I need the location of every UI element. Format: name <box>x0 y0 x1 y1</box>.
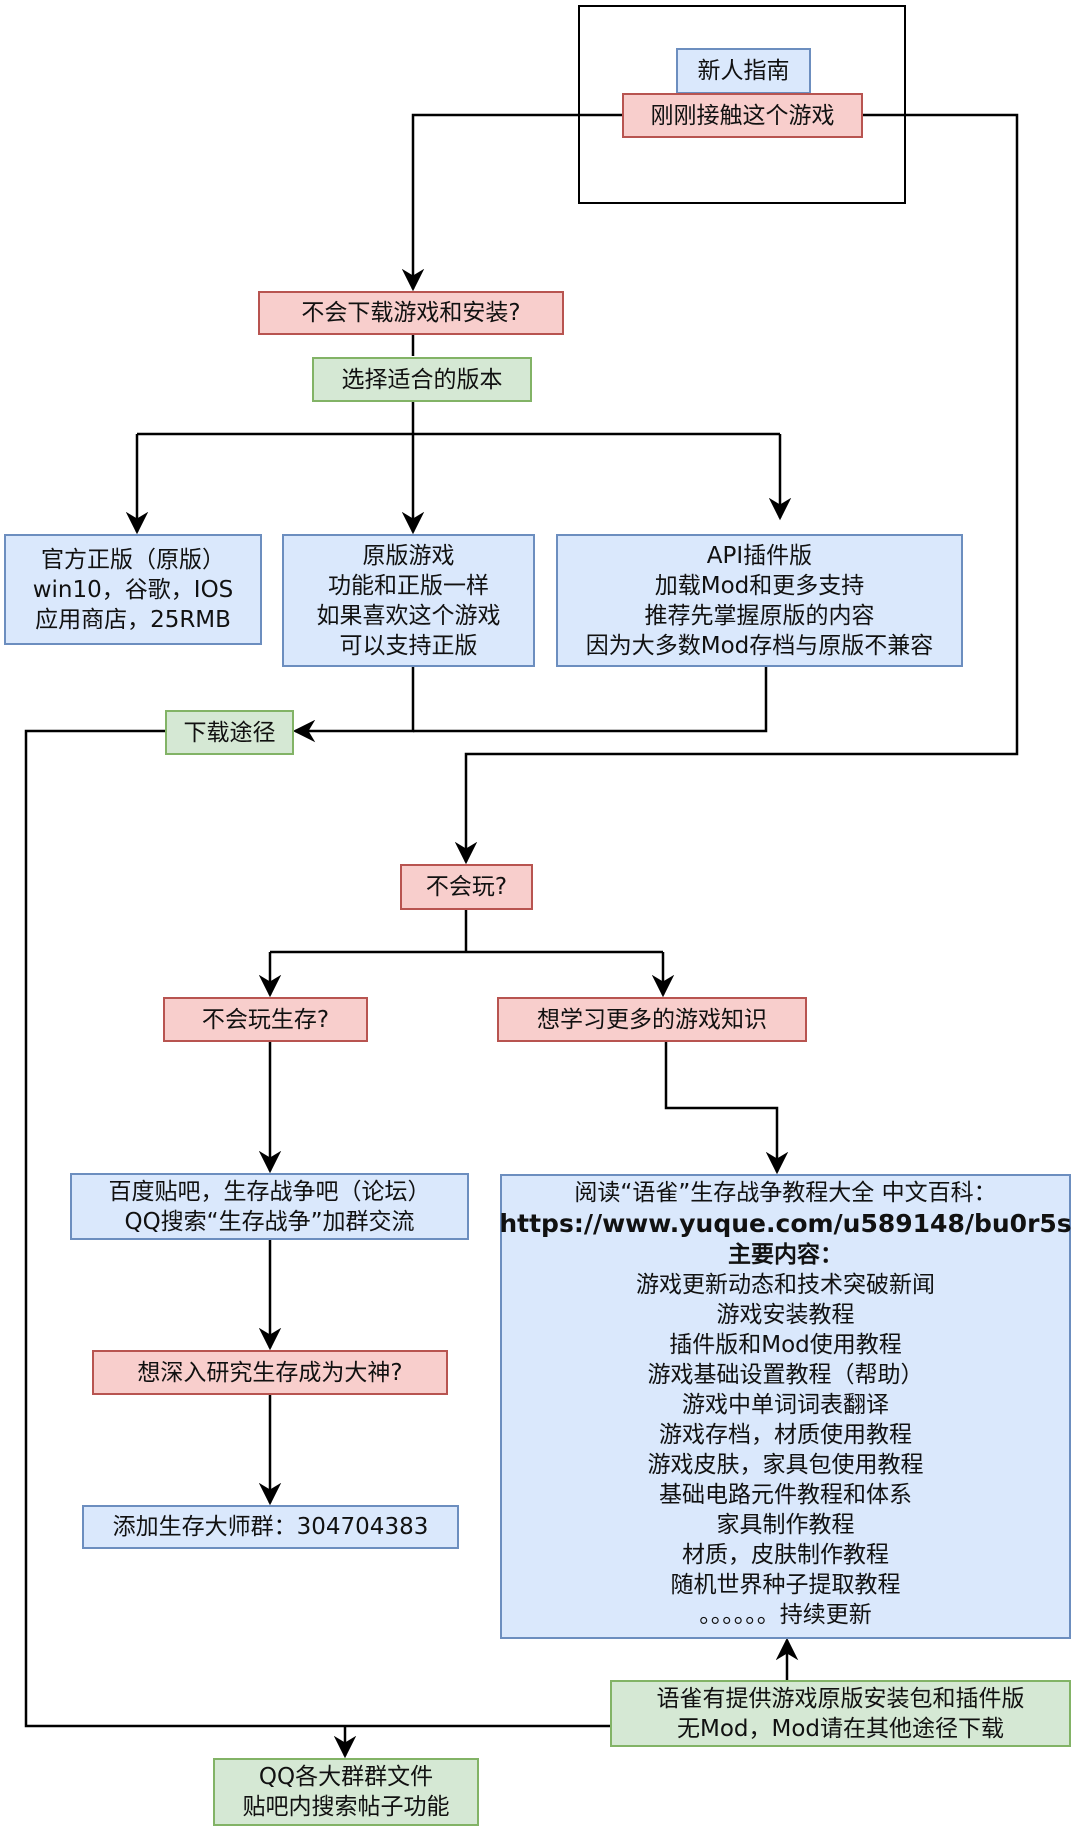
edge-api-to-channel <box>413 667 768 733</box>
guide-header: 新人指南 <box>676 48 811 94</box>
download-channel-node[interactable]: 下载途径 <box>165 710 294 755</box>
version-official-line: win10，谷歌，IOS <box>32 576 234 603</box>
deep-study-question-node[interactable]: 想深入研究生存成为大神? <box>92 1350 448 1395</box>
master-group-node[interactable]: 添加生存大师群：304704383 <box>82 1505 459 1549</box>
play-question-node[interactable]: 不会玩? <box>400 864 533 910</box>
yuque-content-item: 家具制作教程 <box>716 1512 855 1538</box>
qq-files-line: QQ各大群群文件 <box>258 1764 434 1790</box>
community-node[interactable]: 百度贴吧，生存战争吧（论坛） QQ搜索“生存战争”加群交流 <box>70 1173 469 1240</box>
yuque-download-node[interactable]: 语雀有提供游戏原版安装包和插件版 无Mod，Mod请在其他途径下载 <box>610 1680 1071 1747</box>
guide-header-text: 新人指南 <box>697 58 790 84</box>
learn-more-text: 想学习更多的游戏知识 <box>537 1006 767 1033</box>
community-line: 百度贴吧，生存战争吧（论坛） <box>108 1178 431 1205</box>
yuque-download-line: 语雀有提供游戏原版安装包和插件版 <box>656 1685 1025 1712</box>
version-original-line: 功能和正版一样 <box>328 572 489 599</box>
choose-version-text: 选择适合的版本 <box>341 366 503 393</box>
edge-channel-to-bottom <box>24 729 610 1728</box>
yuque-content-item: 材质，皮肤制作教程 <box>682 1542 889 1568</box>
version-official-line: 官方正版（原版） <box>41 546 225 573</box>
version-api-line: 因为大多数Mod存档与原版不兼容 <box>585 632 934 659</box>
yuque-url-link[interactable]: https://www.yuque.com/u589148/bu0r5s <box>499 1209 1072 1238</box>
download-question-text: 不会下载游戏和安装? <box>301 300 521 326</box>
edge-start-to-download <box>401 113 622 292</box>
version-api-line: API插件版 <box>706 542 813 569</box>
master-group-text: 添加生存大师群：304704383 <box>112 1514 429 1540</box>
new-player-guide-frame <box>578 5 906 204</box>
version-api-node[interactable]: API插件版 加载Mod和更多支持 推荐先掌握原版的内容 因为大多数Mod存档与… <box>556 534 963 667</box>
yuque-content-item: 游戏皮肤，家具包使用教程 <box>647 1452 924 1478</box>
version-api-line: 加载Mod和更多支持 <box>654 572 865 599</box>
download-question-node[interactable]: 不会下载游戏和安装? <box>258 291 564 335</box>
yuque-content-item: 插件版和Mod使用教程 <box>669 1332 902 1358</box>
version-official-node[interactable]: 官方正版（原版） win10，谷歌，IOS 应用商店，25RMB <box>4 534 262 645</box>
version-original-node[interactable]: 原版游戏 功能和正版一样 如果喜欢这个游戏 可以支持正版 <box>282 534 535 667</box>
qq-files-node[interactable]: QQ各大群群文件 贴吧内搜索帖子功能 <box>213 1758 479 1826</box>
version-official-line: 应用商店，25RMB <box>35 606 231 633</box>
yuque-intro: 阅读“语雀”生存战争教程大全 中文百科： <box>574 1180 997 1206</box>
yuque-content-item: 游戏存档，材质使用教程 <box>659 1422 912 1448</box>
edge-original-to-channel <box>292 667 415 743</box>
yuque-guide-node[interactable]: 阅读“语雀”生存战争教程大全 中文百科： https://www.yuque.c… <box>499 1174 1072 1639</box>
yuque-content-item: 。。。。。。持续更新 <box>699 1602 872 1628</box>
play-question-text: 不会玩? <box>425 874 508 900</box>
version-original-line: 如果喜欢这个游戏 <box>316 602 501 629</box>
download-channel-text: 下载途径 <box>183 719 276 746</box>
yuque-download-line: 无Mod，Mod请在其他途径下载 <box>676 1715 1005 1742</box>
qq-files-line: 贴吧内搜索帖子功能 <box>242 1794 450 1820</box>
start-node[interactable]: 刚刚接触这个游戏 <box>622 93 863 138</box>
survival-question-node[interactable]: 不会玩生存? <box>163 997 368 1042</box>
yuque-content-item: 基础电路元件教程和体系 <box>659 1482 912 1508</box>
yuque-content-item: 游戏更新动态和技术突破新闻 <box>636 1272 935 1298</box>
version-original-line: 可以支持正版 <box>339 632 478 659</box>
edge-learn-to-yuque <box>664 1042 789 1175</box>
survival-question-text: 不会玩生存? <box>201 1006 330 1033</box>
community-line: QQ搜索“生存战争”加群交流 <box>124 1208 415 1235</box>
yuque-content-item: 游戏安装教程 <box>716 1302 855 1328</box>
deep-study-question-text: 想深入研究生存成为大神? <box>137 1359 403 1386</box>
edge-start-to-play <box>454 113 1019 865</box>
learn-more-node[interactable]: 想学习更多的游戏知识 <box>497 997 807 1042</box>
choose-version-node[interactable]: 选择适合的版本 <box>312 357 532 402</box>
version-api-line: 推荐先掌握原版的内容 <box>644 602 875 629</box>
yuque-content-item: 游戏基础设置教程（帮助） <box>647 1362 924 1388</box>
yuque-content-item: 随机世界种子提取教程 <box>670 1572 901 1598</box>
yuque-content-item: 游戏中单词词表翻译 <box>682 1392 889 1418</box>
version-original-line: 原版游戏 <box>362 542 455 569</box>
start-node-text: 刚刚接触这个游戏 <box>650 102 835 129</box>
yuque-contents-heading: 主要内容： <box>728 1242 843 1268</box>
